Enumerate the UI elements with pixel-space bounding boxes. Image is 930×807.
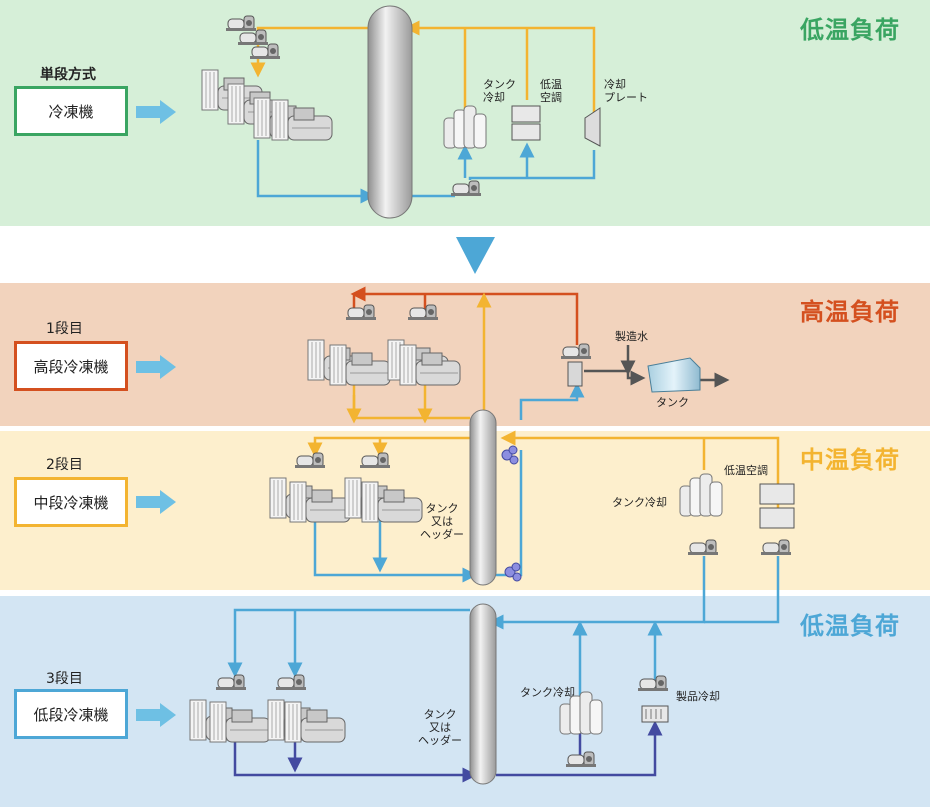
mid-load-pump-1 — [687, 539, 719, 556]
low-chiller-4 — [284, 701, 346, 743]
mid-flow-arrow — [136, 490, 176, 514]
high-refrigerator-box: 高段冷凍機 — [14, 341, 128, 391]
water-tank — [647, 357, 701, 393]
low-header-tank — [469, 603, 497, 785]
process-water-label: 製造水 — [615, 330, 648, 343]
top-pump-3 — [249, 43, 281, 60]
low-stage-label: 3段目 — [46, 671, 83, 687]
down-arrow — [456, 237, 495, 274]
top-tank — [367, 5, 413, 219]
low-chiller-2 — [209, 701, 271, 743]
mid-header-tank — [469, 409, 497, 586]
low-flow-arrow — [136, 703, 176, 727]
mid-chiller-2 — [289, 481, 351, 523]
high-stage-label: 1段目 — [46, 321, 83, 337]
top-load-pump — [450, 180, 482, 197]
mid-tank-cooling-label: タンク冷却 — [612, 496, 667, 509]
mid-pump-1 — [294, 452, 326, 469]
top-plate-cooling-label: 冷却プレート — [604, 78, 648, 104]
top-pump-1 — [225, 15, 257, 32]
mid-low-temp-ac-label: 低温空調 — [724, 464, 768, 477]
high-pump-1 — [345, 304, 377, 321]
high-flow-arrow — [136, 355, 176, 379]
high-pump-2 — [407, 304, 439, 321]
product-cooling-coil — [641, 705, 669, 723]
mid-refrigerator-box: 中段冷凍機 — [14, 477, 128, 527]
mid-stage-label: 2段目 — [46, 457, 83, 473]
high-load-title: 高温負荷 — [800, 298, 900, 326]
high-chiller-2 — [329, 344, 391, 386]
product-cooling-label: 製品冷却 — [676, 690, 720, 703]
single-stage-mode-label: 単段方式 — [40, 67, 96, 83]
low-refrigerator-box: 低段冷凍機 — [14, 689, 128, 739]
top-tank-cooling-label: タンク冷却 — [483, 78, 516, 104]
high-stage-section — [0, 283, 930, 426]
mid-load-title: 中温負荷 — [800, 446, 900, 474]
low-load-title: 低温負荷 — [800, 612, 900, 640]
low-header-label: タンク又はヘッダー — [418, 708, 462, 747]
top-pump-2 — [237, 29, 269, 46]
mid-tank-cooling-unit — [679, 473, 723, 517]
low-pump-1 — [215, 674, 247, 691]
low-load-pump-1 — [637, 675, 669, 692]
mid-valve-bottom — [504, 562, 522, 582]
low-tank-cooling-label: タンク冷却 — [520, 686, 575, 699]
top-low-temp-ac-label: 低温空調 — [540, 78, 562, 104]
top-refrigerator-box: 冷凍機 — [14, 86, 128, 136]
mid-load-pump-2 — [760, 539, 792, 556]
mid-chiller-4 — [361, 481, 423, 523]
top-tank-cooling-unit — [443, 105, 487, 149]
top-chiller-4 — [271, 99, 333, 141]
top-load-title: 低温負荷 — [800, 16, 900, 44]
top-flow-arrow — [136, 100, 176, 124]
heat-exchanger — [567, 361, 583, 387]
mid-valve-top — [501, 445, 519, 465]
mid-pump-2 — [359, 452, 391, 469]
low-pump-2 — [275, 674, 307, 691]
water-tank-label: タンク — [656, 396, 689, 409]
high-load-pump — [560, 343, 592, 360]
mid-header-label: タンク又はヘッダー — [420, 502, 464, 541]
